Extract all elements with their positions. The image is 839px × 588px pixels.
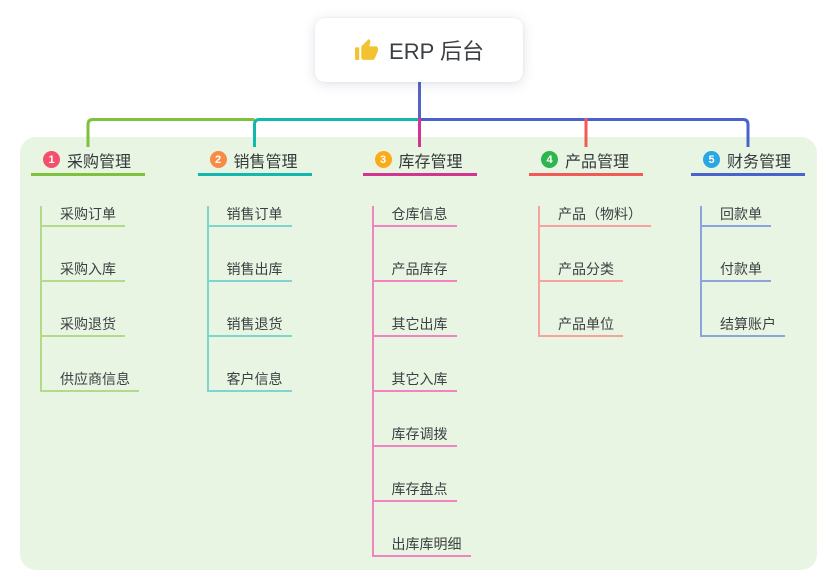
child-node[interactable]: 销售出库	[208, 261, 292, 282]
root-node[interactable]: ERP 后台	[315, 18, 523, 82]
branch-badge: 4	[541, 151, 558, 168]
child-node[interactable]: 回款单	[702, 206, 771, 227]
child-node[interactable]: 其它出库	[373, 316, 457, 337]
child-node[interactable]: 客户信息	[208, 371, 292, 392]
branch-badge: 2	[209, 151, 227, 168]
branch-node-1[interactable]: 1 采购管理	[31, 146, 145, 176]
branch-badge: 1	[43, 151, 60, 168]
branch-column-5: 5 财务管理回款单付款单结算账户	[691, 146, 805, 337]
root-label: ERP 后台	[389, 39, 484, 64]
child-node[interactable]: 销售退货	[208, 316, 292, 337]
child-node[interactable]: 出库库明细	[373, 536, 471, 557]
child-node[interactable]: 库存盘点	[373, 481, 457, 502]
branch-column-2: 2 销售管理销售订单销售出库销售退货客户信息	[197, 146, 312, 392]
child-node[interactable]: 采购订单	[42, 206, 125, 227]
branch-children: 采购订单采购入库采购退货供应商信息	[40, 206, 139, 392]
branch-node-3[interactable]: 3 库存管理	[362, 146, 477, 176]
child-node[interactable]: 采购入库	[42, 261, 125, 282]
child-node[interactable]: 销售订单	[208, 206, 292, 227]
child-node[interactable]: 供应商信息	[42, 371, 139, 392]
branch-label: 库存管理	[398, 153, 463, 171]
branch-column-4: 4 产品管理产品（物料） 产品分类产品单位	[529, 146, 651, 337]
child-node[interactable]: 产品单位	[540, 316, 623, 337]
branch-node-4[interactable]: 4 产品管理	[529, 146, 643, 176]
child-node[interactable]: 结算账户	[702, 316, 785, 337]
branch-node-5[interactable]: 5 财务管理	[691, 146, 805, 176]
child-node[interactable]: 产品（物料）	[540, 206, 651, 227]
child-node[interactable]: 产品分类	[540, 261, 623, 282]
branch-children: 销售订单销售出库销售退货客户信息	[206, 206, 292, 392]
child-node[interactable]: 产品库存	[373, 261, 457, 282]
branch-column-1: 1 采购管理采购订单采购入库采购退货供应商信息	[31, 146, 145, 392]
child-node[interactable]: 付款单	[702, 261, 771, 282]
branch-label: 财务管理	[727, 153, 792, 171]
child-node[interactable]: 仓库信息	[373, 206, 457, 227]
branch-label: 销售管理	[233, 153, 298, 171]
branch-children: 仓库信息产品库存其它出库其它入库库存调拨库存盘点出库库明细	[371, 206, 471, 557]
branch-children: 回款单付款单结算账户	[700, 206, 785, 337]
branch-badge: 5	[703, 151, 720, 168]
branch-node-2[interactable]: 2 销售管理	[197, 146, 312, 176]
branch-label: 采购管理	[67, 153, 132, 171]
branch-column-3: 3 库存管理仓库信息产品库存其它出库其它入库库存调拨库存盘点出库库明细	[362, 146, 477, 557]
child-node[interactable]: 采购退货	[42, 316, 125, 337]
branch-children: 产品（物料） 产品分类产品单位	[538, 206, 651, 337]
branch-badge: 3	[374, 151, 392, 168]
branch-label: 产品管理	[565, 153, 630, 171]
thumbs-up-icon	[355, 38, 378, 60]
child-node[interactable]: 其它入库	[373, 371, 457, 392]
child-node[interactable]: 库存调拨	[373, 426, 457, 447]
mindmap-background-panel	[20, 137, 817, 570]
